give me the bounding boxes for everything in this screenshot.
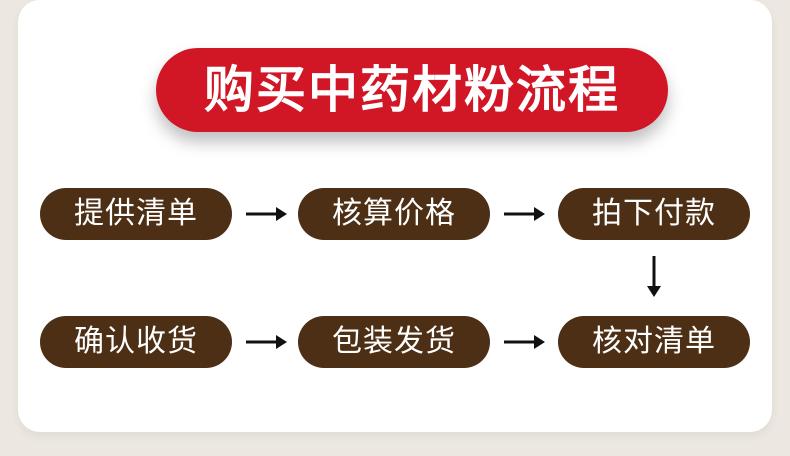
step-verify-list: 核对清单 [558, 316, 750, 368]
title-banner: 购买中药材粉流程 [156, 48, 668, 132]
arrow-down-icon [647, 256, 661, 297]
step-label: 提供清单 [74, 196, 198, 231]
step-label: 核对清单 [592, 324, 716, 359]
page-title: 购买中药材粉流程 [204, 60, 620, 119]
step-label: 拍下付款 [592, 196, 716, 231]
arrow-right-icon [504, 207, 545, 221]
step-label: 包装发货 [332, 324, 456, 359]
step-confirm-receipt: 确认收货 [40, 316, 232, 368]
step-provide-list: 提供清单 [40, 188, 232, 240]
arrow-right-icon [246, 335, 287, 349]
arrow-right-icon [504, 335, 545, 349]
step-pack-ship: 包装发货 [298, 316, 490, 368]
step-label: 确认收货 [74, 324, 198, 359]
step-calculate-price: 核算价格 [298, 188, 490, 240]
step-place-order-pay: 拍下付款 [558, 188, 750, 240]
arrow-right-icon [246, 207, 287, 221]
step-label: 核算价格 [332, 196, 456, 231]
